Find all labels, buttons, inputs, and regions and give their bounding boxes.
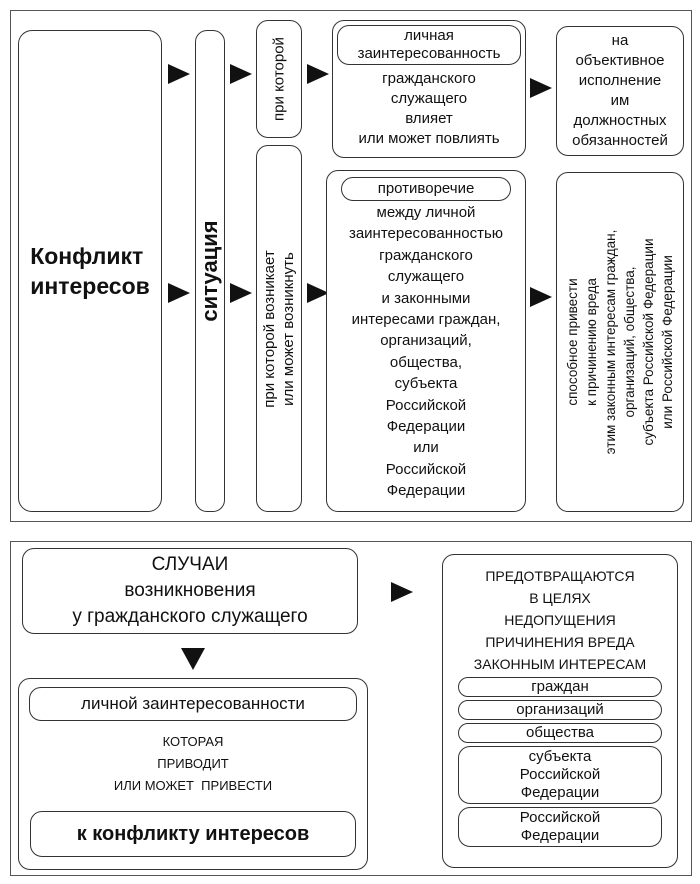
arrow-right-icon bbox=[168, 64, 190, 84]
arrow-down-icon bbox=[181, 648, 205, 670]
contradiction-line-5: и законными bbox=[381, 289, 471, 307]
contradiction-box: противоречие между личной заинтересованн… bbox=[326, 170, 526, 512]
contradiction-line-1: между личной bbox=[376, 204, 476, 221]
cases-box: СЛУЧАИ возникновения у гражданского служ… bbox=[22, 548, 358, 634]
contradiction-line-7: организаций, bbox=[380, 332, 472, 350]
target-subject-line-3: Федерации bbox=[520, 784, 600, 801]
prevent-line-5: ЗАКОННЫМ ИНТЕРЕСАМ bbox=[473, 656, 647, 672]
contradiction-line-13: Российской bbox=[385, 460, 467, 478]
leads-line-2: ПРИВОДИТ bbox=[157, 756, 229, 771]
contradiction-line-12: или bbox=[413, 439, 439, 457]
contradiction-line-4: служащего bbox=[387, 268, 465, 286]
arises-line-2: или может возникнуть bbox=[280, 251, 297, 406]
interest-pill-line-1: личная bbox=[404, 27, 454, 44]
contradiction-pill-label: противоречие bbox=[377, 180, 475, 197]
interest-leads-box: личной заинтересованности КОТОРАЯ ПРИВОД… bbox=[18, 678, 368, 870]
situation-box: ситуация bbox=[195, 30, 225, 512]
harm-line-3: этим законным интересам граждан, bbox=[603, 229, 618, 455]
target-rf-line-1: Российской bbox=[519, 809, 601, 826]
arrow-right-icon bbox=[307, 64, 329, 84]
contradiction-line-9: субъекта bbox=[394, 375, 458, 393]
objective-line-2: объективное bbox=[575, 52, 665, 69]
interest-text-line-4: или может повлиять bbox=[358, 130, 500, 147]
objective-performance-box: на объективное исполнение им должностных… bbox=[556, 26, 684, 156]
harm-line-5: субъекта Российской Федерации bbox=[641, 238, 656, 446]
target-subject-line-2: Российской bbox=[519, 766, 601, 783]
cases-line-2: возникновения bbox=[124, 580, 256, 601]
objective-line-6: обязанностей bbox=[572, 132, 668, 149]
contradiction-line-14: Федерации bbox=[386, 482, 466, 500]
arrow-right-icon bbox=[230, 64, 252, 84]
situation-label: ситуация bbox=[197, 220, 222, 322]
harm-line-6: или Российской Федерации bbox=[660, 255, 675, 429]
arrow-right-icon bbox=[530, 78, 552, 98]
arrow-right-icon bbox=[391, 582, 413, 602]
arises-line-1: при которой возникает bbox=[261, 249, 278, 408]
objective-line-3: исполнение bbox=[578, 72, 662, 89]
leads-line-1: КОТОРАЯ bbox=[162, 734, 224, 749]
target-organizations-pill: организаций bbox=[458, 700, 662, 720]
contradiction-line-3: гражданского bbox=[379, 246, 473, 264]
contradiction-line-11: Федерации bbox=[386, 418, 466, 436]
when-which-box: при которой bbox=[256, 20, 302, 138]
prevent-line-2: В ЦЕЛЯХ bbox=[529, 590, 591, 606]
contradiction-line-2: заинтересованностью bbox=[348, 225, 504, 243]
prevent-line-4: ПРИЧИНЕНИЯ ВРЕДА bbox=[485, 634, 635, 650]
cases-line-1: СЛУЧАИ bbox=[151, 554, 229, 575]
contradiction-line-10: Российской bbox=[385, 396, 467, 414]
target-rf-pill: Российской Федерации bbox=[458, 807, 662, 847]
contradiction-pill: противоречие bbox=[341, 177, 511, 201]
objective-line-5: должностных bbox=[573, 112, 667, 129]
personal-interest-bottom-pill: личной заинтересованности bbox=[29, 687, 357, 721]
arrow-right-icon bbox=[530, 287, 552, 307]
target-society-label: общества bbox=[526, 724, 594, 741]
prevent-line-3: НЕДОПУЩЕНИЯ bbox=[504, 612, 616, 628]
conflict-line-1: Конфликт bbox=[30, 243, 144, 269]
interest-text-line-3: влияет bbox=[405, 110, 453, 127]
target-rf-line-2: Федерации bbox=[520, 827, 600, 844]
contradiction-line-8: общества, bbox=[389, 353, 463, 371]
arrow-right-icon bbox=[168, 283, 190, 303]
prevent-line-1: ПРЕДОТВРАЩАЮТСЯ bbox=[485, 568, 635, 584]
interest-text-line-2: служащего bbox=[390, 90, 468, 107]
harm-line-1: способное привести bbox=[565, 278, 580, 406]
prevent-box: ПРЕДОТВРАЩАЮТСЯ В ЦЕЛЯХ НЕДОПУЩЕНИЯ ПРИЧ… bbox=[442, 554, 678, 868]
personal-interest-box: личная заинтересованность гражданского с… bbox=[332, 20, 526, 158]
contradiction-line-6: интересами граждан, bbox=[351, 311, 501, 329]
harm-box: способное привести к причинению вреда эт… bbox=[556, 172, 684, 512]
target-subject-rf-pill: субъекта Российской Федерации bbox=[458, 746, 662, 804]
to-conflict-pill: к конфликту интересов bbox=[30, 811, 356, 857]
conflict-of-interests-box: Конфликт интересов bbox=[18, 30, 162, 512]
harm-line-2: к причинению вреда bbox=[584, 278, 599, 406]
target-subject-line-1: субъекта bbox=[528, 748, 592, 765]
cases-line-3: у гражданского служащего bbox=[72, 606, 308, 627]
target-society-pill: общества bbox=[458, 723, 662, 743]
target-citizens-label: граждан bbox=[531, 678, 589, 695]
target-citizens-pill: граждан bbox=[458, 677, 662, 697]
harm-line-4: организаций, общества, bbox=[622, 266, 637, 418]
to-conflict-label: к конфликту интересов bbox=[76, 822, 310, 845]
arises-box: при которой возникает или может возникну… bbox=[256, 145, 302, 512]
objective-line-4: им bbox=[610, 92, 630, 109]
arrow-right-icon bbox=[307, 283, 329, 303]
conflict-line-2: интересов bbox=[30, 273, 150, 299]
target-organizations-label: организаций bbox=[516, 701, 604, 718]
when-which-label: при которой bbox=[270, 37, 288, 121]
interest-pill-line-2: заинтересованность bbox=[357, 45, 501, 62]
arrow-right-icon bbox=[230, 283, 252, 303]
interest-text-line-1: гражданского bbox=[382, 70, 476, 87]
objective-line-1: на bbox=[611, 32, 629, 49]
personal-interest-pill: личная заинтересованность bbox=[337, 25, 521, 65]
leads-line-3: ИЛИ МОЖЕТ ПРИВЕСТИ bbox=[113, 778, 273, 793]
personal-interest-bottom-label: личной заинтересованности bbox=[81, 694, 305, 713]
